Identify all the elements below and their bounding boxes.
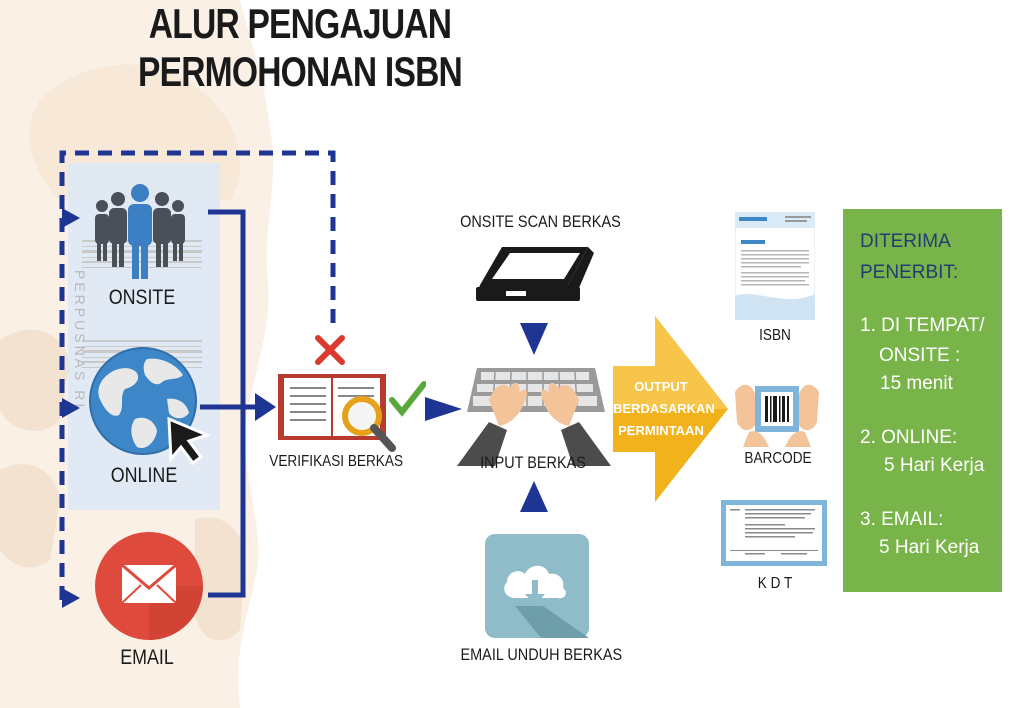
panel-heading-1: DITERIMA: [860, 231, 951, 252]
email-unduh-label: EMAIL UNDUH BERKAS: [460, 645, 623, 664]
barcode-icon: [735, 384, 819, 447]
info-panel: DITERIMA PENERBIT: 1. DI TEMPAT/ ONSITE …: [843, 209, 1002, 592]
output-arrow-line2: BERDASARKAN: [613, 401, 715, 416]
panel-item2-line2: 5 Hari Kerja: [884, 455, 985, 476]
book-icon: [278, 335, 426, 452]
arrow-to-onsite: [62, 208, 80, 228]
panel-item2-line1: 2. ONLINE:: [860, 427, 958, 448]
arrow-email-up: [520, 481, 548, 512]
arrow-scan-down: [520, 323, 548, 355]
globe-icon: [89, 347, 210, 465]
hands-icon: [457, 382, 611, 466]
cursor-icon: [167, 416, 210, 465]
panel-item1-line2: ONSITE :: [879, 345, 961, 366]
arrow-to-email: [62, 588, 80, 608]
checkmark-icon: [389, 381, 426, 417]
magnifier-icon: [342, 396, 396, 452]
keyboard-icon: [457, 368, 611, 466]
barcode-label: BARCODE: [744, 450, 812, 467]
output-arrow-line1: OUTPUT: [634, 379, 688, 394]
output-arrow: [613, 316, 728, 502]
arrow-to-online: [62, 398, 80, 418]
isbn-label: ISBN: [759, 327, 791, 344]
panel-item1-line3: 15 menit: [880, 373, 953, 394]
panel-heading-2: PENERBIT:: [860, 262, 959, 283]
people-icon: [95, 184, 185, 279]
panel-item1-line1: 1. DI TEMPAT/: [860, 315, 985, 336]
cloud-download-icon: [485, 534, 589, 638]
online-label: ONLINE: [110, 464, 178, 487]
panel-item3-line1: 3. EMAIL:: [860, 509, 944, 530]
email-label: EMAIL: [120, 646, 174, 669]
watermark-text: PERPUSNAS RI: [72, 270, 88, 411]
onsite-scan-label: ONSITE SCAN BERKAS: [460, 212, 621, 231]
arrow-to-verifikasi: [255, 393, 276, 421]
envelope-icon: [95, 532, 203, 640]
kdt-card-icon: [721, 500, 827, 566]
scanner-icon: [476, 247, 594, 301]
document-icon: [735, 212, 815, 320]
input-label: INPUT BERKAS: [480, 453, 586, 472]
panel-item3-line2: 5 Hari Kerja: [879, 537, 980, 558]
onsite-label: ONSITE: [108, 286, 176, 309]
kdt-label: K D T: [757, 575, 793, 592]
arrow-to-input: [425, 397, 462, 421]
output-arrow-line3: PERMINTAAN: [618, 423, 704, 438]
page-title: ALUR PENGAJUAN PERMOHONAN ISBN: [137, 0, 463, 95]
cross-icon: [315, 335, 345, 365]
verifikasi-label: VERIFIKASI BERKAS: [269, 453, 404, 470]
